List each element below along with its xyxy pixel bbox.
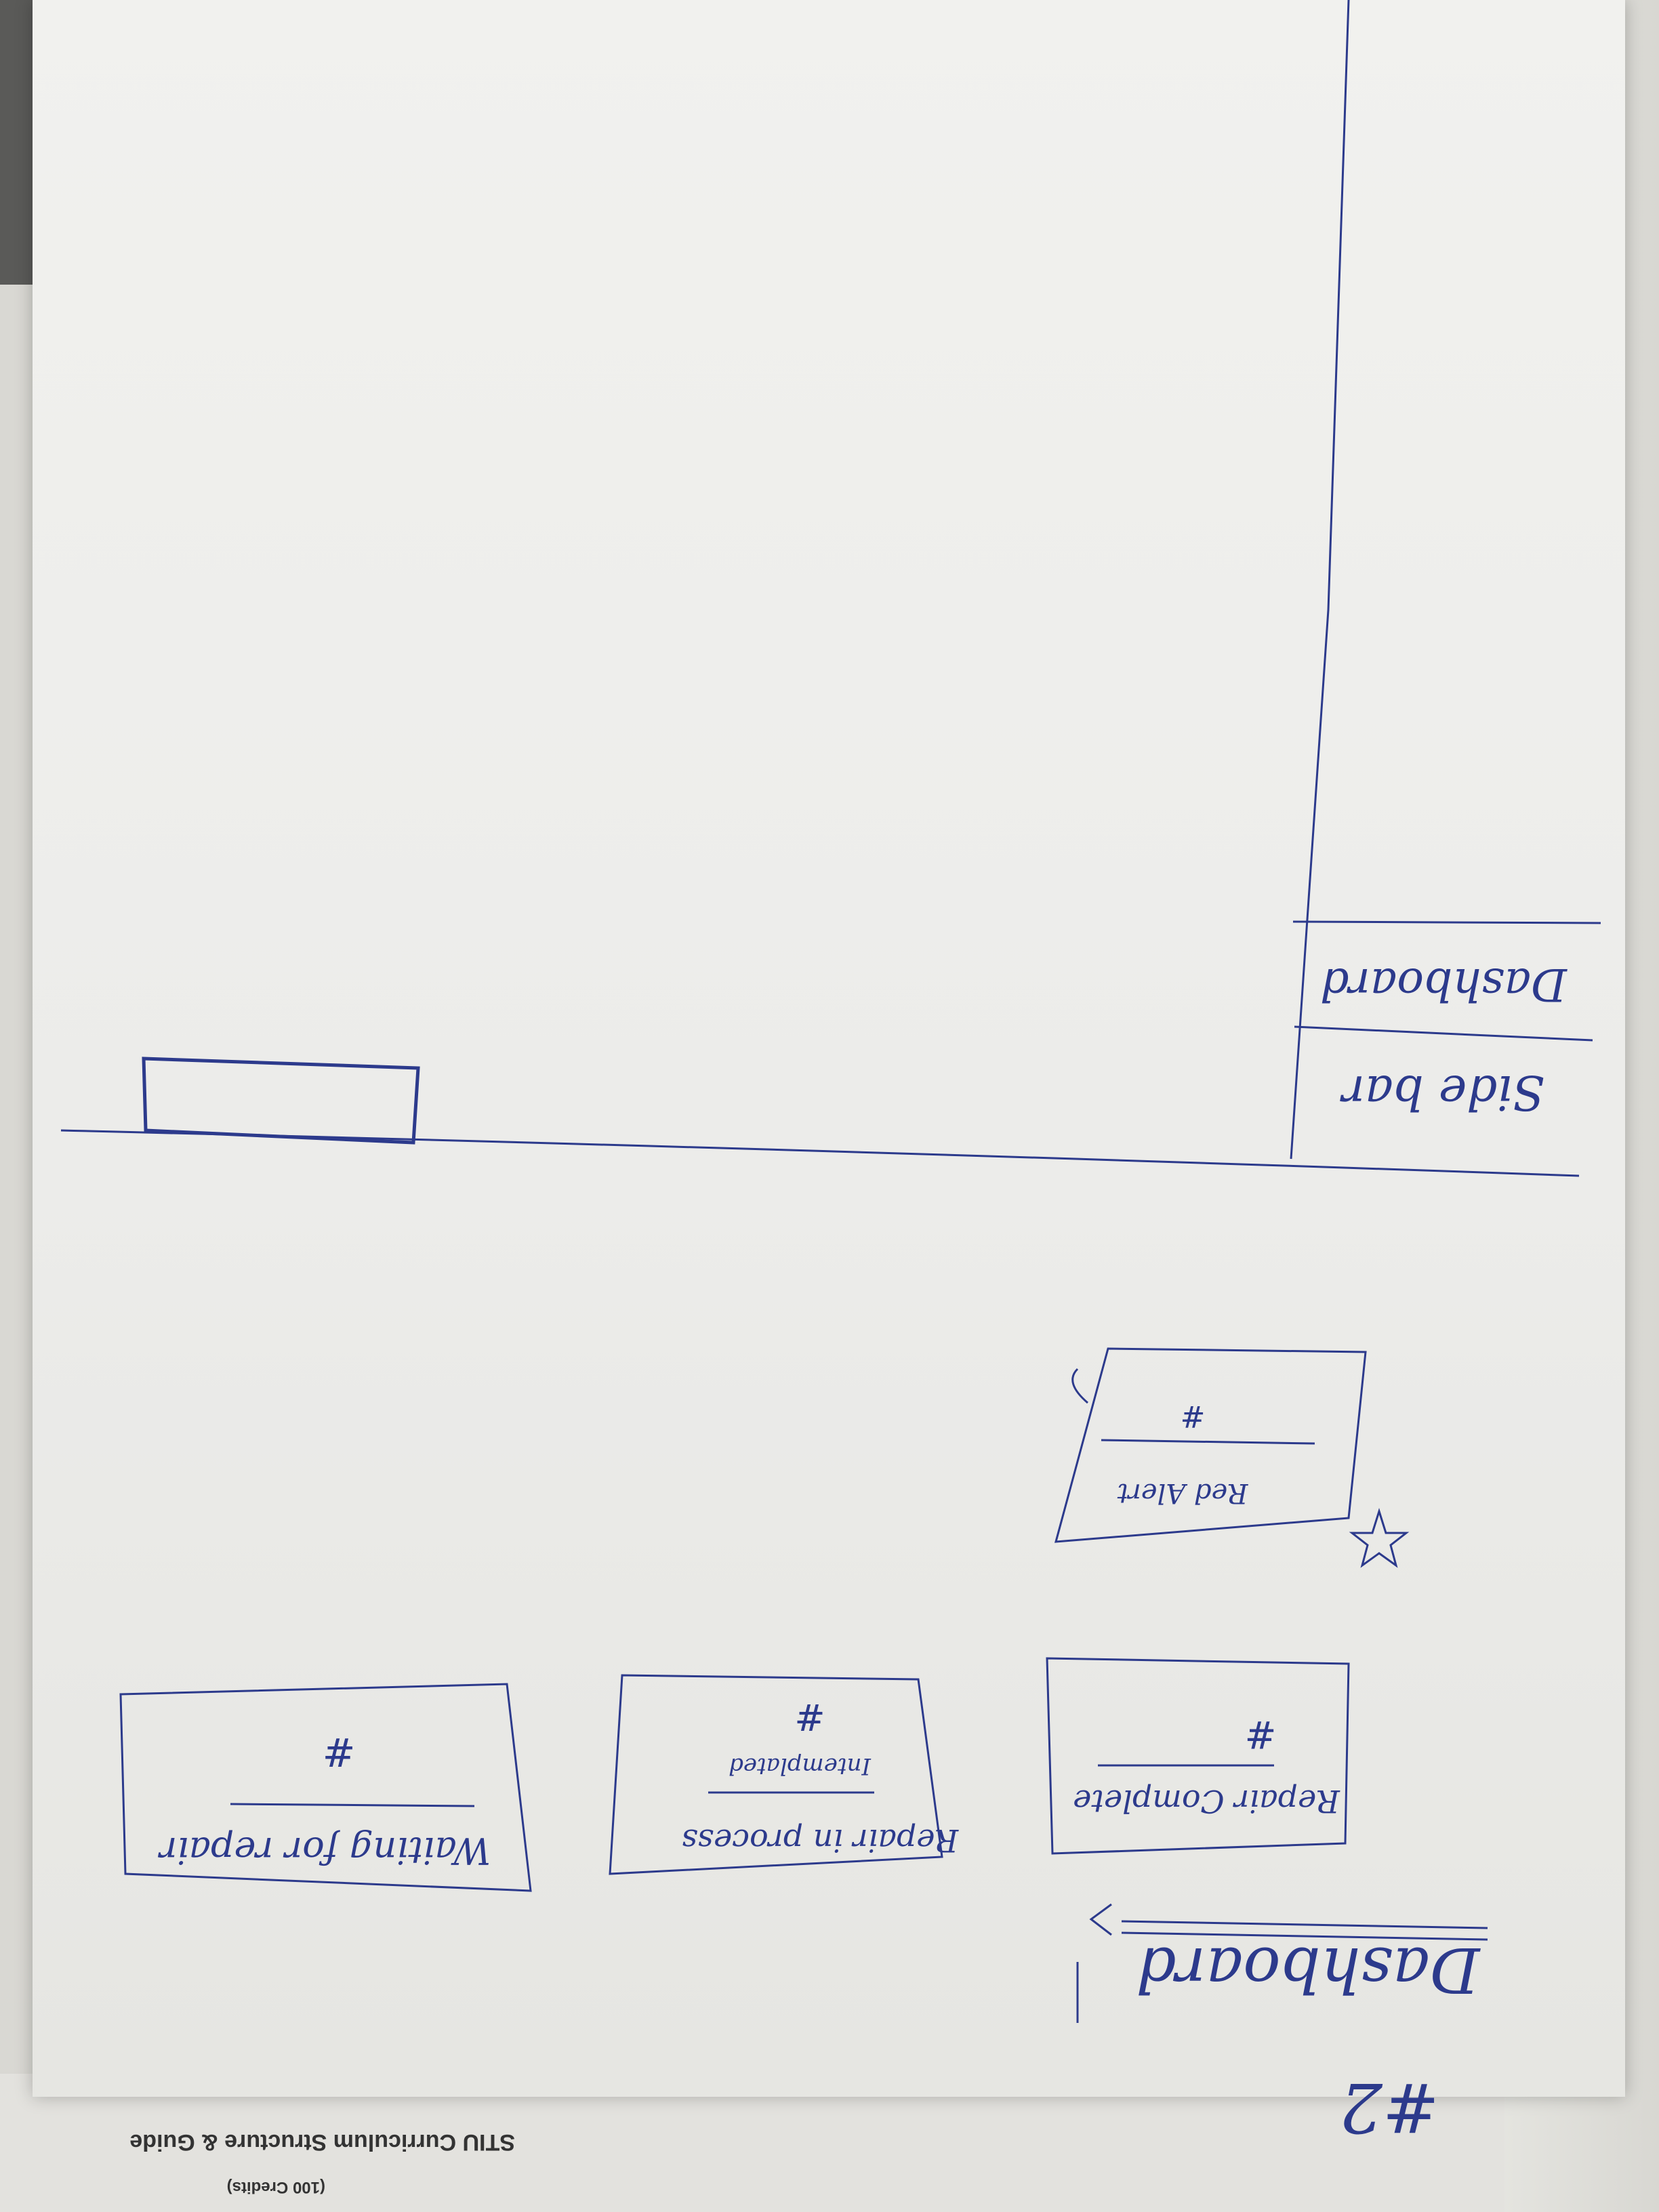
search-input-box[interactable] <box>142 1057 420 1145</box>
refresh-icon[interactable] <box>1071 1368 1088 1404</box>
card-repair-in-process[interactable]: # Intemplated Repair in process <box>609 1674 959 1875</box>
background-document-section: (100 Credits) <box>227 2178 325 2196</box>
card-repair-in-process-sublabel: Intemplated <box>729 1753 872 1780</box>
card-red-alert[interactable]: # Red Alert <box>1054 1347 1410 1568</box>
sketch-paper <box>33 0 1625 2097</box>
sidebar-item-divider-bottom <box>1294 1025 1593 1042</box>
card-repair-complete-value: # <box>1245 1712 1277 1756</box>
sidebar-label: Side bar <box>1340 1065 1544 1120</box>
background-document-bottom <box>0 2074 1659 2212</box>
card-repair-in-process-value: # <box>794 1696 825 1738</box>
star-icon[interactable] <box>1349 1507 1410 1568</box>
background-document-text: STIU Curriculum Structure & Guide (100 C… <box>129 2129 515 2196</box>
card-red-alert-value: # <box>1181 1399 1206 1433</box>
sidebar-item-dashboard[interactable]: Dashboard <box>1320 958 1568 1010</box>
card-waiting-for-repair-value: # <box>323 1729 356 1775</box>
page-title: Dashboard <box>1136 1933 1481 2006</box>
card-waiting-for-repair-label: Waiting for repair <box>157 1829 491 1872</box>
dashboard-title-group: Dashboard <box>1076 1903 1488 2023</box>
card-repair-in-process-label: Repair in process <box>682 1822 959 1859</box>
sketch-page-number: #2 <box>1339 2068 1439 2147</box>
background-document-title: STIU Curriculum Structure & Guide <box>129 2129 515 2155</box>
card-red-alert-label: Red Alert <box>1117 1477 1249 1509</box>
arrow-left-icon <box>1089 1903 1112 1936</box>
sidebar-item-divider-top <box>1292 920 1601 924</box>
card-repair-complete-label: Repair Complete <box>1073 1783 1340 1820</box>
sidebar-divider-line <box>1290 0 1350 1160</box>
card-repair-complete[interactable]: # Repair Complete <box>1046 1657 1350 1855</box>
card-waiting-for-repair[interactable]: # Waiting for repair <box>119 1683 532 1892</box>
